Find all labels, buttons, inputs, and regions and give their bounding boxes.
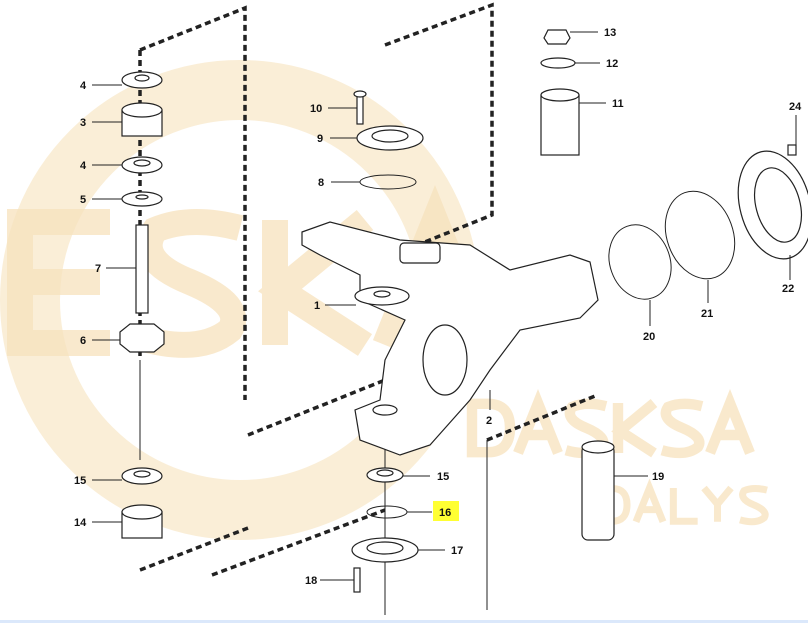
callout-15[interactable]: 15 [74,475,86,487]
callout-3[interactable]: 3 [80,117,86,129]
callout-14[interactable]: 14 [74,517,87,529]
callout-8[interactable]: 8 [318,177,324,189]
callout-22[interactable]: 22 [782,283,794,295]
callout-13[interactable]: 13 [604,27,616,39]
callout-16[interactable]: 16 [439,507,451,519]
callout-18[interactable]: 18 [305,575,317,587]
callout-20[interactable]: 20 [643,331,655,343]
callout-12[interactable]: 12 [606,58,618,70]
callout-labels: 4 3 4 5 7 6 15 14 1 2 8 9 10 13 12 11 15… [74,27,802,587]
callout-7[interactable]: 7 [95,263,101,275]
callout-5[interactable]: 5 [80,194,86,206]
callout-6[interactable]: 6 [80,335,86,347]
callout-17[interactable]: 17 [451,545,463,557]
scrollbar[interactable] [0,620,808,623]
callout-24[interactable]: 24 [789,101,802,113]
callout-21[interactable]: 21 [701,308,713,320]
callout-9[interactable]: 9 [317,133,323,145]
callout-15[interactable]: 15 [437,471,449,483]
highlight-16 [433,501,459,521]
callout-11[interactable]: 11 [612,98,624,110]
callout-4[interactable]: 4 [80,80,87,92]
callout-1[interactable]: 1 [314,300,320,312]
callout-2[interactable]: 2 [486,415,492,427]
callout-19[interactable]: 19 [652,471,664,483]
callout-10[interactable]: 10 [310,103,322,115]
callout-4[interactable]: 4 [80,160,87,172]
